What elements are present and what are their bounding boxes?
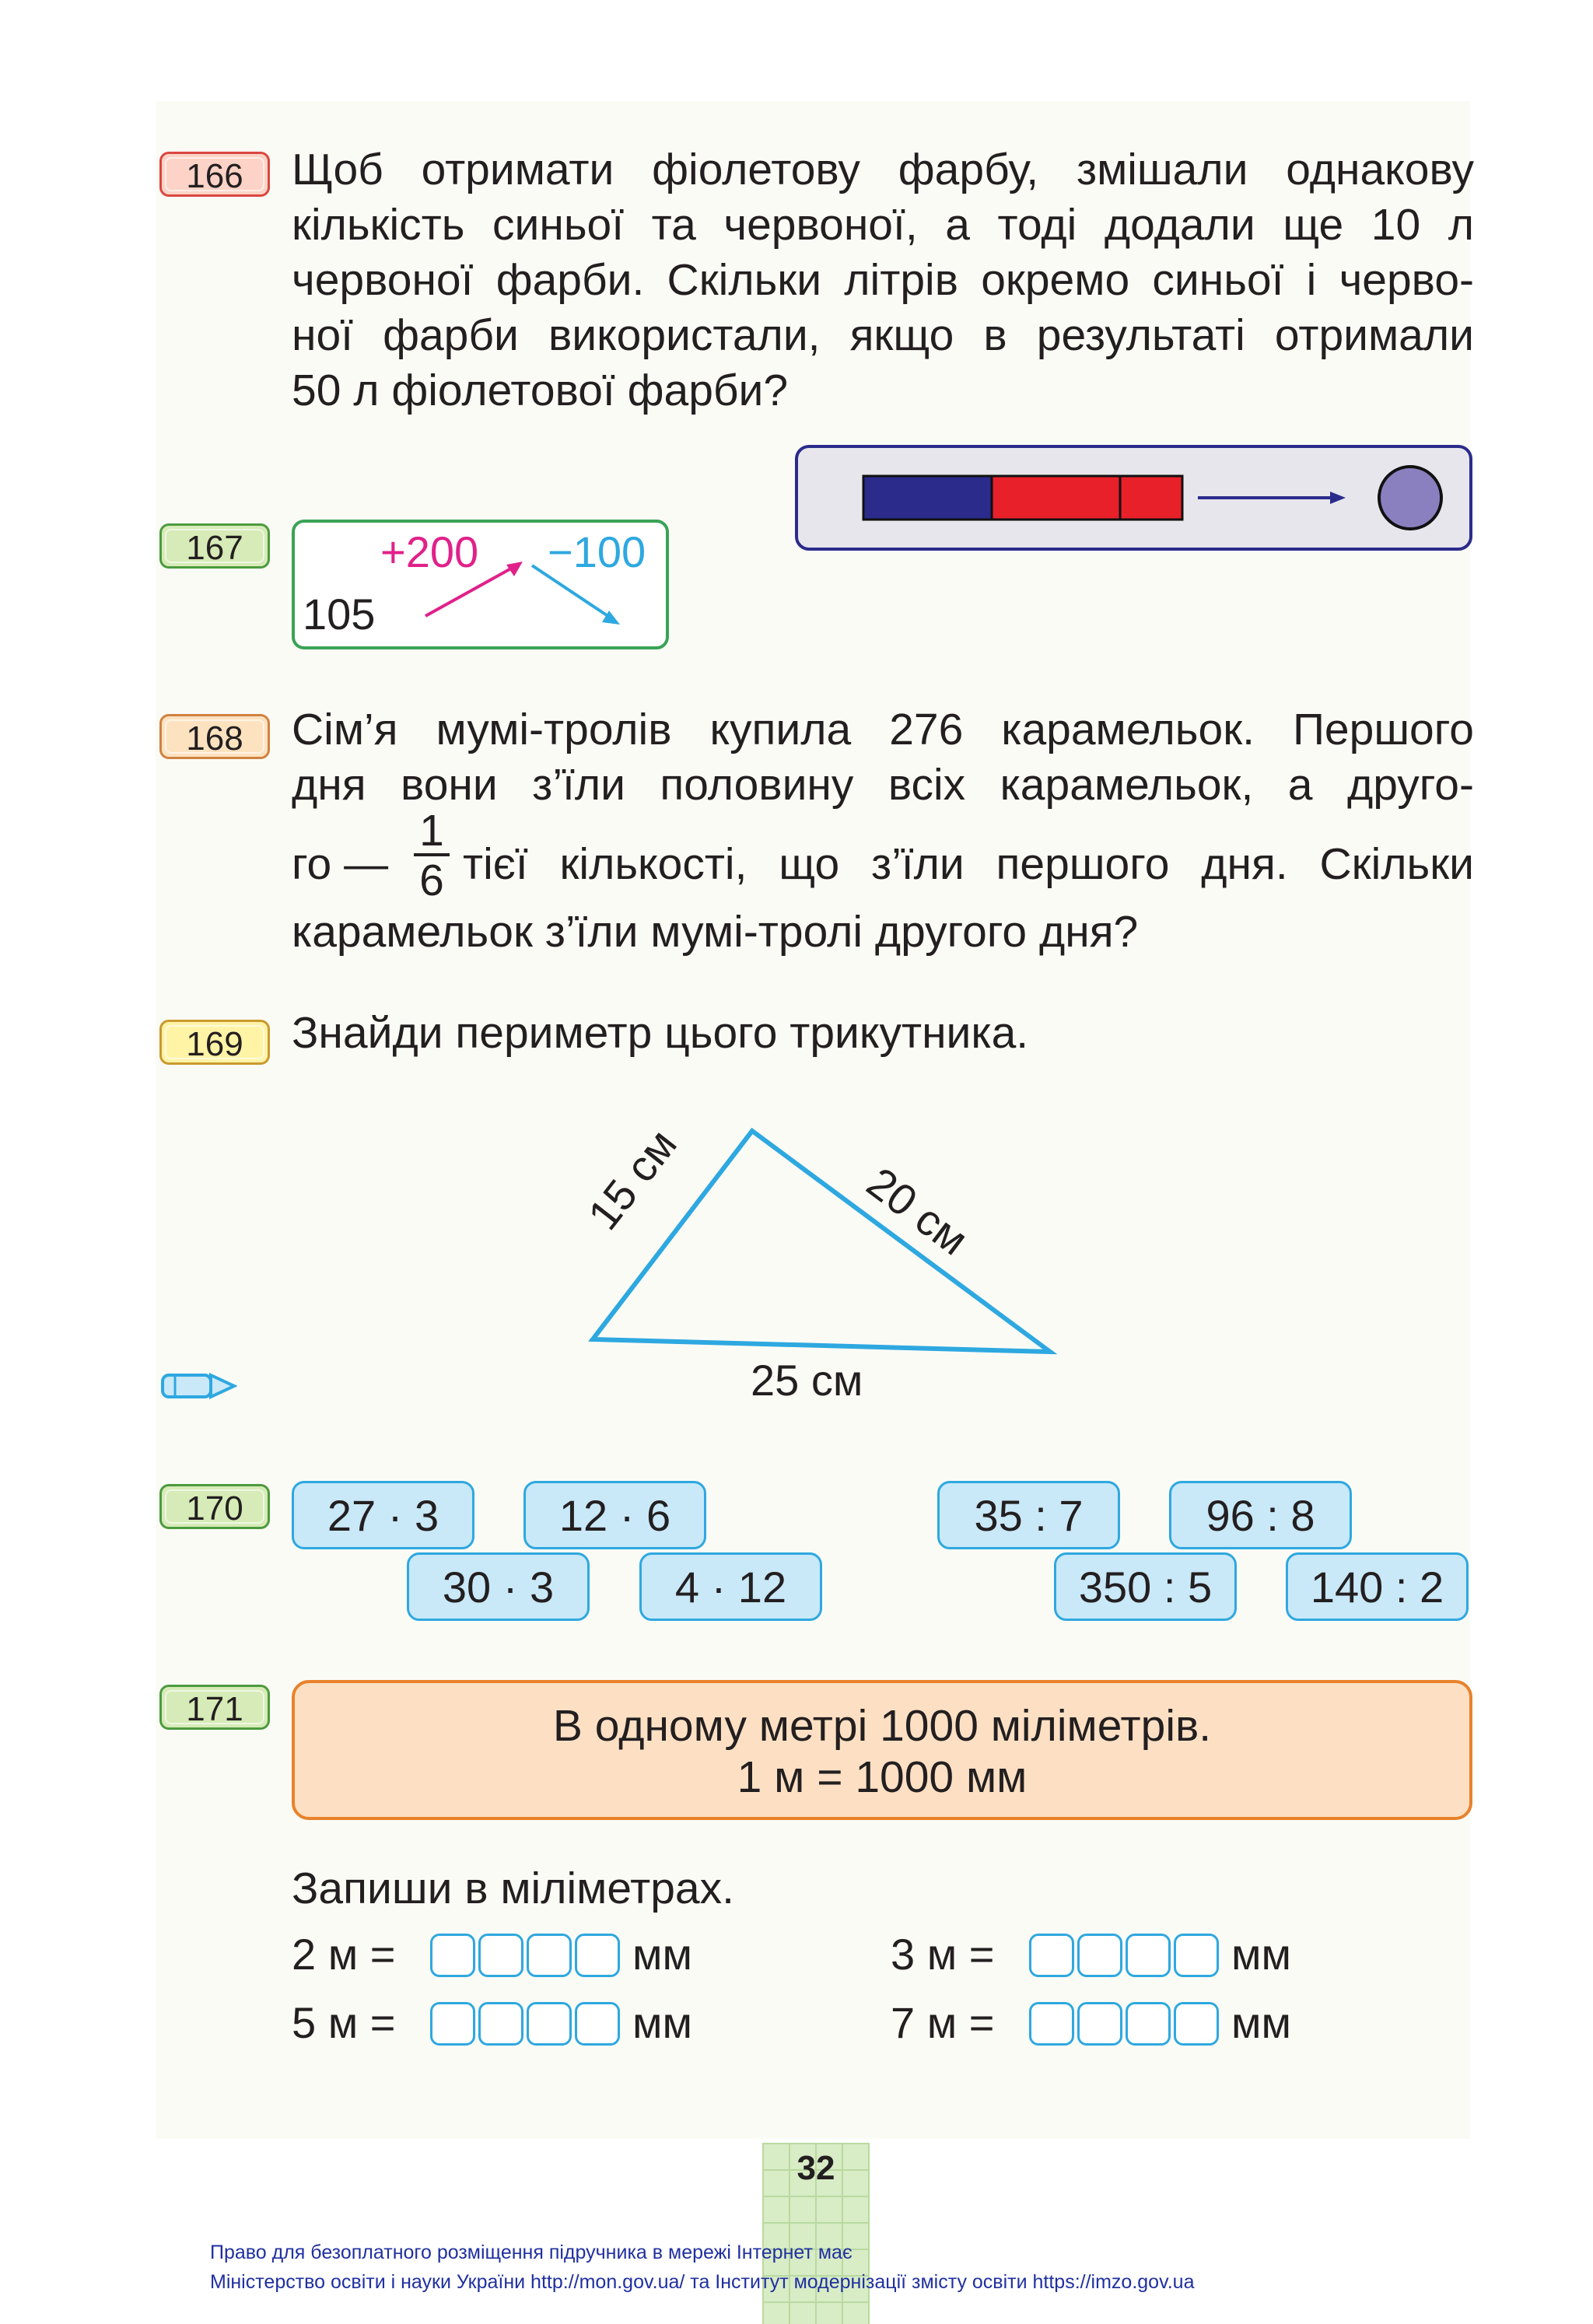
conversion-left: 2 м = bbox=[292, 1930, 396, 1979]
answer-boxes[interactable] bbox=[1029, 1934, 1222, 1977]
violet-paint-circle bbox=[1378, 465, 1443, 530]
answer-boxes[interactable] bbox=[430, 1934, 623, 1977]
expression-card[interactable]: 96 : 8 bbox=[1169, 1481, 1352, 1549]
extra-red-paint-segment bbox=[1119, 474, 1184, 521]
conversion-unit: мм bbox=[1231, 1930, 1291, 1979]
task-168-line: тієї кількості, що з’їли першого дня. Ск… bbox=[463, 839, 1474, 889]
digit-cell[interactable] bbox=[1126, 2002, 1171, 2046]
conversion-left: 7 м = bbox=[891, 1998, 995, 2047]
expression-card[interactable]: 27 · 3 bbox=[292, 1481, 474, 1549]
digit-cell[interactable] bbox=[1174, 2002, 1219, 2046]
digit-cell[interactable] bbox=[527, 1934, 572, 1977]
triangle-shape bbox=[588, 1127, 1058, 1355]
task-171-instruction: Запиши в міліметрах. bbox=[292, 1864, 734, 1913]
paint-mixing-diagram bbox=[795, 445, 1472, 551]
digit-cell[interactable] bbox=[478, 2002, 523, 2046]
chain-op-minus: −100 bbox=[548, 527, 646, 576]
arrow-head-icon bbox=[1330, 492, 1346, 504]
triangle-figure bbox=[588, 1127, 1058, 1355]
fraction-denominator: 6 bbox=[419, 856, 444, 905]
task-168-text: Сім’я мумі-тролів купила 276 карамельок.… bbox=[292, 702, 1474, 813]
task-number-168: 168 bbox=[159, 714, 270, 759]
answer-boxes[interactable] bbox=[1029, 2002, 1222, 2046]
conversion-left: 5 м = bbox=[292, 1998, 396, 2047]
conversion-left: 3 м = bbox=[891, 1930, 995, 1979]
chain-start-value: 105 bbox=[303, 590, 376, 639]
page-number: 32 bbox=[796, 2149, 835, 2187]
fraction-bar bbox=[414, 853, 450, 856]
digit-cell[interactable] bbox=[575, 1934, 620, 1977]
conversion-unit: мм bbox=[632, 1930, 692, 1979]
fraction-numerator: 1 bbox=[419, 806, 444, 856]
digit-cell[interactable] bbox=[430, 1934, 475, 1977]
side-label-25: 25 см bbox=[751, 1356, 863, 1405]
page-number-strip bbox=[762, 2143, 870, 2324]
expression-card[interactable]: 140 : 2 bbox=[1286, 1552, 1469, 1621]
plus-arrow bbox=[425, 564, 517, 618]
digit-cell[interactable] bbox=[1077, 2002, 1122, 2046]
task-number-169: 169 bbox=[159, 1020, 270, 1065]
task-168-line: дня вони з’їли половину всіх карамельок,… bbox=[292, 760, 1474, 810]
task-number-167: 167 bbox=[159, 523, 270, 569]
rule-line: В одному метрі 1000 міліметрів. bbox=[552, 1701, 1212, 1751]
pencil-icon bbox=[161, 1372, 237, 1400]
copyright-line: Право для безоплатного розміщення підруч… bbox=[210, 2242, 853, 2263]
task-169-text: Знайди периметр цього трикутника. bbox=[292, 1006, 1474, 1061]
minus-arrow-head-icon bbox=[602, 611, 620, 625]
task-168-line: карамельок з’їли мумі-тролі другого дня? bbox=[292, 907, 1139, 957]
task-number-170: 170 bbox=[159, 1484, 270, 1529]
task-166-line: червоної фарби. Скільки літрів окремо си… bbox=[292, 255, 1474, 305]
task-number-166: 166 bbox=[159, 152, 270, 197]
expression-card[interactable]: 30 · 3 bbox=[407, 1552, 590, 1621]
task-168-line: го — bbox=[292, 839, 389, 889]
digit-cell[interactable] bbox=[1126, 1934, 1171, 1977]
task-166-text: Щоб отримати фіолетову фарбу, змішали од… bbox=[292, 142, 1474, 418]
digit-cell[interactable] bbox=[430, 2002, 475, 2046]
red-paint-segment bbox=[990, 474, 1122, 521]
task-166-line: 50 л фіолетової фарби? bbox=[292, 366, 789, 415]
chain-box: 105 +200 −100 bbox=[292, 520, 669, 649]
task-166-line: Щоб отримати фіолетову фарбу, змішали од… bbox=[292, 145, 1474, 194]
task-168-fraction-line: го — 1 6 тієї кількості, що з’їли першог… bbox=[292, 806, 1474, 905]
conversion-unit: мм bbox=[632, 1998, 692, 2047]
expression-card[interactable]: 12 · 6 bbox=[523, 1481, 706, 1549]
rule-box: В одному метрі 1000 міліметрів. 1 м = 10… bbox=[292, 1680, 1472, 1820]
expression-card[interactable]: 35 : 7 bbox=[937, 1481, 1120, 1549]
chain-arrows bbox=[425, 562, 620, 625]
task-168-text-end: карамельок з’їли мумі-тролі другого дня? bbox=[292, 905, 1474, 960]
task-168-line: Сім’я мумі-тролів купила 276 карамельок.… bbox=[292, 705, 1474, 754]
digit-cell[interactable] bbox=[1029, 2002, 1074, 2046]
task-166-line: ної фарби використали, якщо в результаті… bbox=[292, 310, 1474, 360]
task-number-171: 171 bbox=[159, 1685, 270, 1730]
rule-line: 1 м = 1000 мм bbox=[737, 1752, 1028, 1802]
digit-cell[interactable] bbox=[1029, 1934, 1074, 1977]
copyright-line: Міністерство освіти і науки України http… bbox=[210, 2271, 1195, 2293]
digit-cell[interactable] bbox=[575, 2002, 620, 2046]
digit-cell[interactable] bbox=[1077, 1934, 1122, 1977]
task-169-line: Знайди периметр цього трикутника. bbox=[292, 1008, 1029, 1058]
digit-cell[interactable] bbox=[1174, 1934, 1219, 1977]
blue-paint-segment bbox=[862, 474, 993, 521]
expression-card[interactable]: 4 · 12 bbox=[639, 1552, 822, 1621]
expression-card[interactable]: 350 : 5 bbox=[1054, 1552, 1237, 1621]
conversion-unit: мм bbox=[1231, 1998, 1291, 2047]
digit-cell[interactable] bbox=[527, 2002, 572, 2046]
chain-op-plus: +200 bbox=[380, 527, 479, 576]
answer-boxes[interactable] bbox=[430, 2002, 623, 2046]
digit-cell[interactable] bbox=[478, 1934, 523, 1977]
plus-arrow-head-icon bbox=[506, 562, 523, 576]
minus-arrow bbox=[530, 564, 615, 621]
task-166-line: кількість синьої та червоної, а тоді дод… bbox=[292, 200, 1474, 250]
